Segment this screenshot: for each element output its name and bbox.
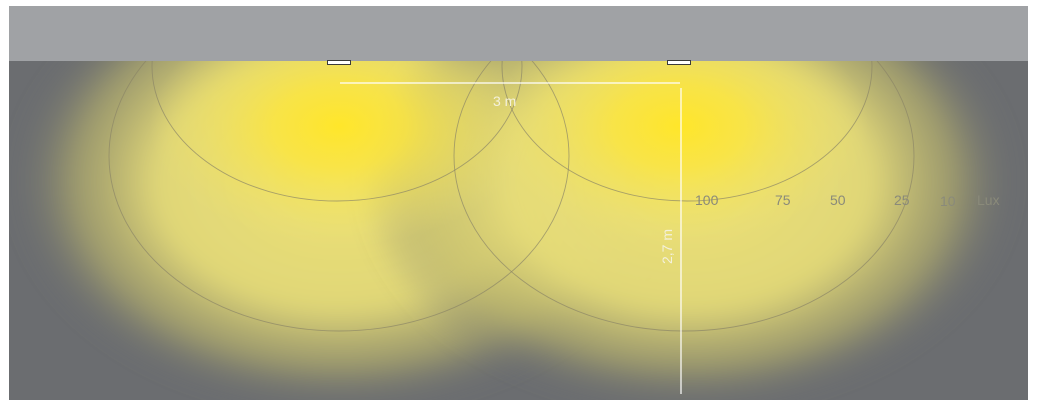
light-halo — [9, 6, 1019, 400]
ceiling — [9, 6, 1028, 61]
isolux-curve-right-outer — [453, 6, 915, 332]
isolux-curve-left-outer — [108, 6, 570, 332]
light-cores — [149, 6, 869, 246]
lux-value-75: 75 — [775, 192, 791, 208]
height-label: 2,7 m — [659, 228, 675, 264]
isolux-curves — [108, 6, 915, 332]
dimension-lines — [340, 82, 682, 394]
lux-value-50: 50 — [830, 192, 846, 208]
lux-value-25: 25 — [894, 192, 910, 208]
lux-value-10: 10 — [940, 193, 956, 209]
spacing-label: 3 m — [493, 93, 517, 109]
luminaire-left — [327, 60, 351, 65]
diagram-panel: 3 m 2,7 m 100 75 50 25 10 Lux — [9, 6, 1028, 400]
luminaire-right — [667, 60, 691, 65]
isolux-curve-left-inner — [151, 6, 523, 202]
lux-value-100: 100 — [695, 192, 719, 208]
isolux-curve-right-inner — [501, 6, 873, 202]
lux-unit-label: Lux — [977, 192, 1000, 208]
light-distribution — [9, 6, 1019, 400]
